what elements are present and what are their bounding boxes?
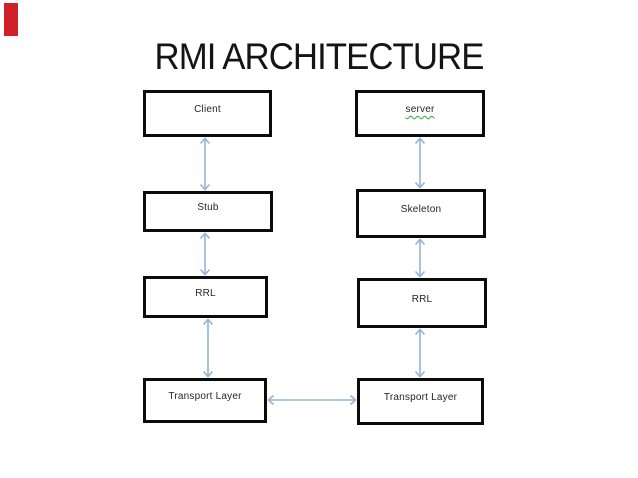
arrow-server-skeleton [414,137,426,189]
arrow-client-stub [199,137,211,191]
red-accent-bar [4,3,18,36]
node-client: Client [143,90,272,137]
arrow-transport-transport [267,394,357,406]
node-server-label: server [405,104,435,115]
node-transport-client: Transport Layer [143,378,267,423]
node-transport-client-label: Transport Layer [168,391,242,402]
node-skeleton-label: Skeleton [400,204,442,215]
node-rrl-client: RRL [143,276,268,318]
arrow-skeleton-rrl [414,238,426,278]
node-stub: Stub [143,191,273,232]
node-rrl-server-label: RRL [411,293,433,305]
node-server: server [355,90,485,137]
node-stub-label: Stub [197,202,219,213]
node-skeleton: Skeleton [356,189,486,238]
node-transport-server-label: Transport Layer [383,392,458,403]
arrow-rrl-transport-client [202,318,214,378]
node-transport-server: Transport Layer [357,378,484,425]
arrow-rrl-transport-server [414,328,426,378]
arrow-stub-rrl [199,232,211,276]
page-title: RMI ARCHITECTURE [154,36,485,77]
node-client-label: Client [194,104,221,115]
node-rrl-client-label: RRL [195,287,216,299]
node-rrl-server: RRL [357,278,487,328]
